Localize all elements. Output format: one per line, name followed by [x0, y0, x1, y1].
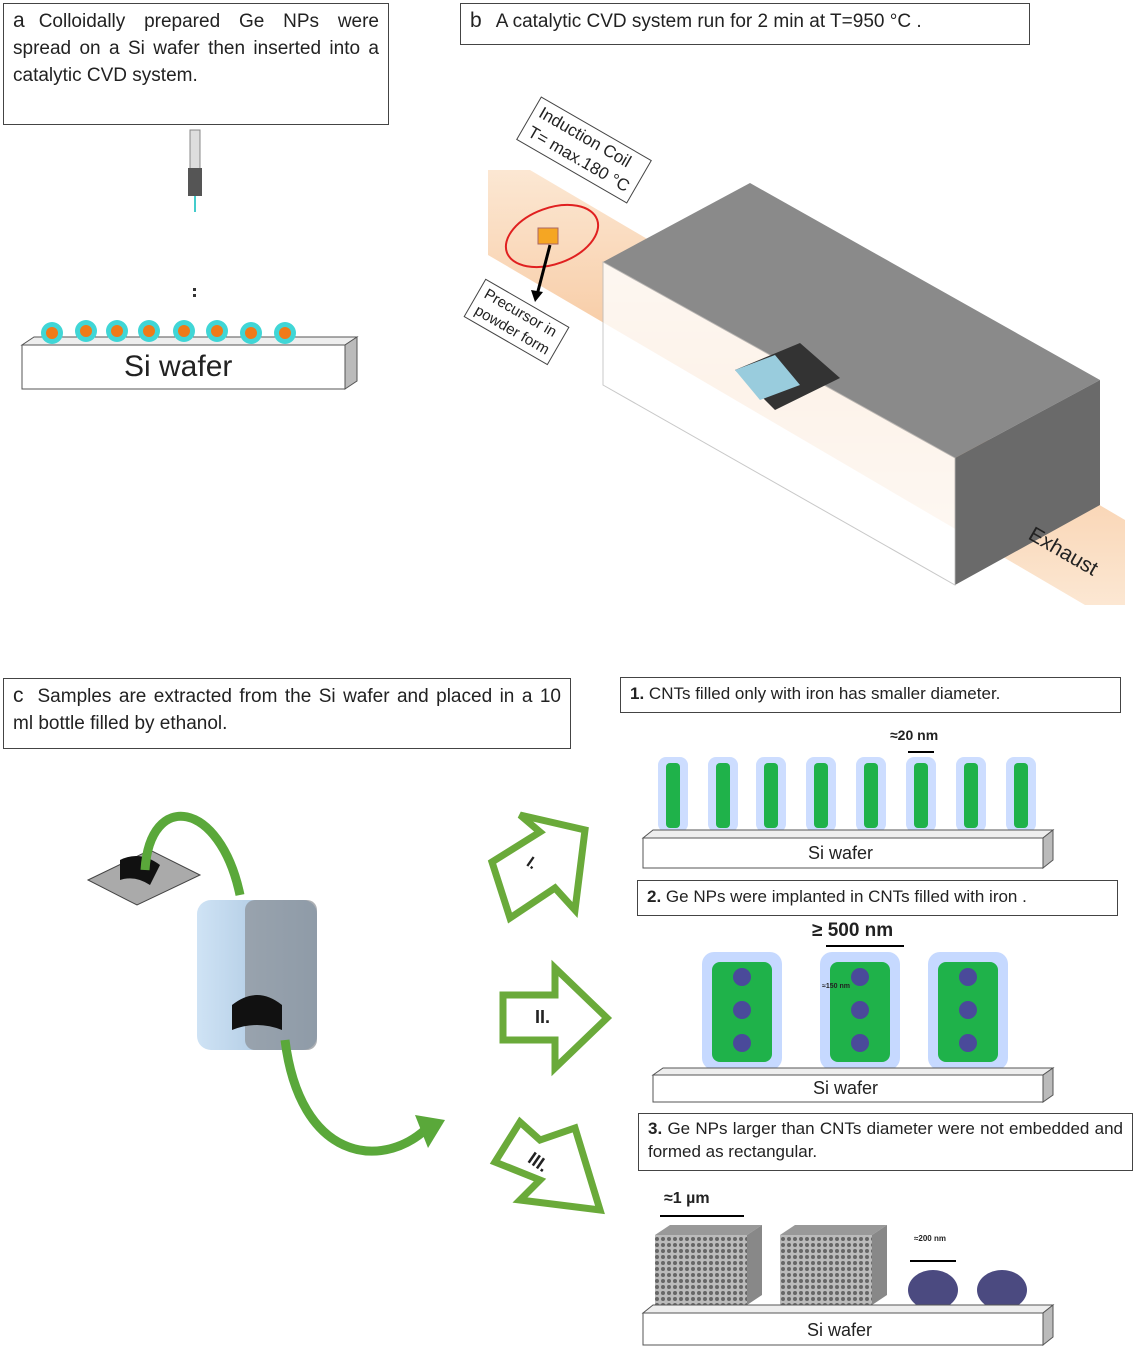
dim-20nm: ≈20 nm: [890, 727, 939, 743]
induction-coil: [504, 203, 600, 269]
panel-a-letter: a: [13, 9, 25, 32]
outcome-3-num: 3.: [648, 1119, 663, 1138]
outcome-3-caption: 3. Ge NPs larger than CNTs diameter were…: [638, 1113, 1133, 1171]
si-wafer-a: [20, 336, 359, 390]
si-wafer-3-label: Si wafer: [807, 1320, 873, 1340]
cnt-array-1: [658, 751, 1036, 832]
ge-nanoparticles: [41, 320, 296, 344]
outcome-3-text: Ge NPs larger than CNTs diameter were no…: [648, 1119, 1123, 1161]
outcome-1-num: 1.: [630, 684, 645, 703]
outcome-1-text: CNTs filled only with iron has smaller d…: [648, 684, 1001, 703]
arrow-label-2: II.: [535, 1007, 551, 1027]
cnt-array-2: [702, 945, 1008, 1070]
panel-b-text: A catalytic CVD system run for 2 min at …: [495, 11, 922, 32]
si-wafer-1: [641, 828, 1055, 870]
panel-b-letter: b: [470, 9, 482, 32]
ge-cubes: [655, 1215, 1027, 1310]
panel-a-text: Colloidally prepared Ge NPs were spread …: [13, 11, 379, 86]
si-wafer-2-label: Si wafer: [813, 1078, 879, 1098]
outcome-2-num: 2.: [647, 887, 662, 906]
panel-c-text: Samples are extracted from the Si wafer …: [13, 686, 561, 734]
dim-200nm: ≈200 nm: [914, 1234, 946, 1243]
dim-1um: ≈1 µm: [664, 1190, 710, 1207]
si-wafer-2: [651, 1067, 1055, 1103]
si-wafer-3: [641, 1303, 1055, 1347]
dim-500nm: ≥ 500 nm: [812, 920, 894, 941]
si-wafer-1-label: Si wafer: [808, 843, 874, 863]
process-arrows: [487, 811, 613, 1215]
furnace: [602, 183, 1100, 586]
si-wafer-a-label: Si wafer: [124, 350, 233, 383]
syringe-icon: [188, 129, 202, 297]
panel-b-caption: b A catalytic CVD system run for 2 min at…: [460, 3, 1030, 45]
bottle-illustration: [86, 811, 445, 1156]
panel-c-letter: c: [13, 684, 24, 707]
outcome-2-caption: 2. Ge NPs were implanted in CNTs filled …: [637, 880, 1118, 916]
outcome-1-caption: 1. CNTs filled only with iron has smalle…: [620, 677, 1121, 713]
outcome-2-text: Ge NPs were implanted in CNTs filled wit…: [665, 887, 1027, 906]
dim-150nm: ≈150 nm: [822, 983, 850, 990]
